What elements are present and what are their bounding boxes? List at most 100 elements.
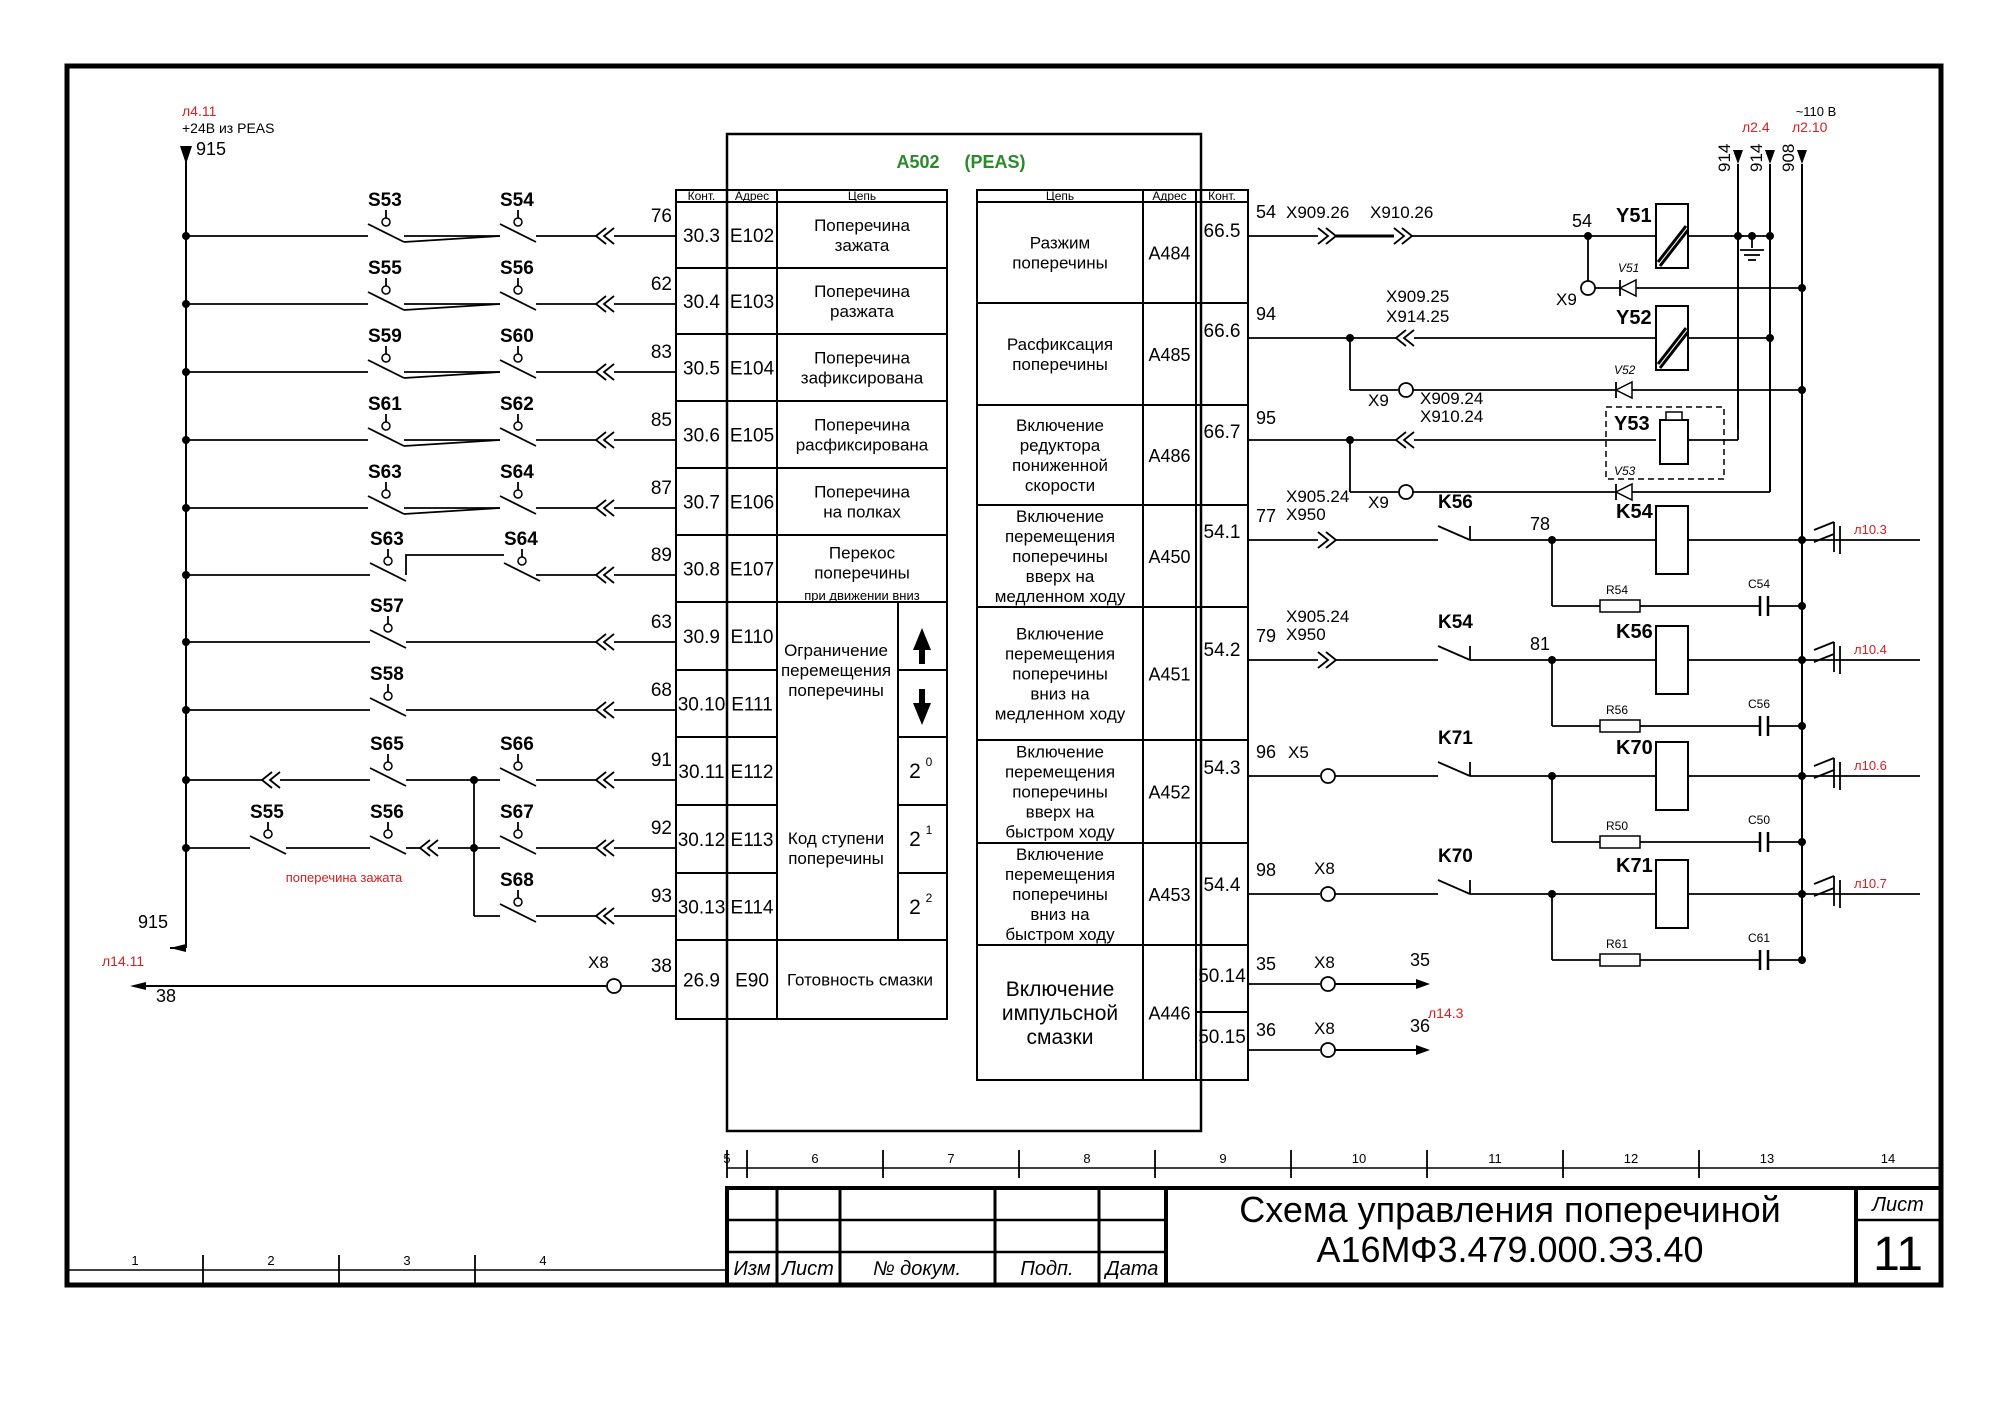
zone-number: 7: [947, 1151, 954, 1166]
switch-actuator: [383, 623, 393, 633]
power-ref: л2.10: [1792, 119, 1828, 135]
wire-number: 94: [1256, 304, 1276, 324]
zone-markers: 1234567891011121314: [67, 1150, 1942, 1285]
title-header-3: Подп.: [1020, 1258, 1073, 1280]
input-cep: Перекос: [829, 543, 896, 562]
zone-number: 14: [1881, 1151, 1895, 1166]
switch-row: 93 S68: [474, 870, 676, 925]
terminal-label: X914.25: [1386, 307, 1449, 326]
wire: [403, 507, 501, 515]
sheet-number: 11: [1873, 1228, 1923, 1281]
switch-actuator: [381, 285, 391, 295]
code-label: поперечины: [788, 849, 884, 868]
bus-arrow-icon: [1733, 150, 1743, 164]
switch-blade: [367, 291, 405, 311]
output-adres: A450: [1148, 547, 1190, 567]
solenoid-y53: [1659, 419, 1689, 465]
limit-switch: S62: [499, 394, 537, 447]
terminal-ring: [1320, 976, 1336, 992]
switch-blade: [499, 427, 537, 447]
nc-contact: K70: [1437, 846, 1473, 895]
input-cep: поперечины: [814, 563, 910, 582]
input-adres: E114: [731, 898, 774, 919]
wire-number: 93: [651, 886, 672, 907]
terminal-label: X8: [1314, 859, 1335, 878]
zone-number: 2: [267, 1253, 274, 1268]
bus-wire: 908: [1779, 144, 1798, 172]
input-adres: E113: [731, 830, 774, 851]
terminal-label: X909.24: [1420, 389, 1483, 408]
col-kont: Конт.: [1208, 189, 1236, 203]
wire-number: 54: [1572, 211, 1592, 231]
wire-number: 95: [1256, 408, 1276, 428]
limit-switch: S64: [499, 462, 537, 515]
wire-number: 76: [651, 206, 672, 227]
connector-chevron: [602, 363, 615, 381]
input-adres: E102: [730, 226, 774, 247]
input-adres: E104: [730, 359, 775, 380]
input-kont: 30.9: [683, 627, 720, 648]
contact-ref: л10.3: [1854, 522, 1887, 537]
switch-blade: [249, 835, 287, 855]
terminal-label: X8: [1314, 1019, 1335, 1038]
junction-dot: [1798, 386, 1806, 394]
diode-icon: [1618, 278, 1637, 298]
wire-number: 79: [1256, 626, 1276, 646]
relay-label: K70: [1616, 737, 1653, 759]
input-cep: на полках: [823, 502, 901, 521]
connector-chevron: [602, 907, 615, 925]
terminal-label: X9: [1368, 493, 1389, 512]
diode-label: V52: [1614, 363, 1636, 377]
output-kont: 66.5: [1204, 221, 1241, 242]
wire-number: 38: [156, 986, 176, 1006]
zone-number: 6: [811, 1151, 818, 1166]
capacitor-label: C54: [1748, 577, 1770, 591]
switch-blade: [499, 767, 537, 787]
switch-actuator: [381, 421, 391, 431]
switch-label: S53: [368, 190, 402, 211]
contact-label: K56: [1438, 492, 1473, 513]
output-cep: вверх на: [1026, 567, 1095, 586]
limit-switch: S64: [503, 529, 541, 582]
drawing-code: А16МФ3.479.000.Э3.40: [1316, 1229, 1703, 1270]
power-exp: 1: [926, 823, 933, 837]
limit-switch: S63: [367, 462, 405, 515]
output-cep: поперечины: [1012, 782, 1108, 801]
capacitor-label: C50: [1748, 813, 1770, 827]
col-cep: Цепь: [1046, 189, 1074, 203]
resistor-label: R50: [1606, 819, 1628, 833]
limit-switch: S60: [499, 326, 537, 379]
output-kont: 66.7: [1204, 422, 1241, 443]
limit-switch: S68: [499, 870, 537, 923]
wire-number: 54: [1256, 202, 1276, 222]
wire-number: 35: [1256, 954, 1276, 974]
module-subtitle: (PEAS): [964, 152, 1025, 172]
input-adres: E106: [730, 493, 774, 514]
output-kont: 50.15: [1198, 1027, 1246, 1048]
output-cep: Включение: [1016, 416, 1104, 435]
title-header-2: № докум.: [873, 1258, 961, 1280]
contact-ref: л10.4: [1854, 642, 1887, 657]
solenoid-label: Y51: [1616, 205, 1652, 227]
output-adres: A451: [1148, 665, 1190, 685]
terminal-ring: [1580, 280, 1596, 296]
relay-coil: [1655, 741, 1689, 811]
switch-blade: [499, 291, 537, 311]
switch-actuator: [263, 829, 273, 839]
output-arrow-icon: [1416, 1045, 1430, 1055]
diode-label: V53: [1614, 464, 1636, 478]
wire-number: 92: [651, 818, 672, 839]
contact-blade: [1437, 525, 1471, 541]
code-label: Код ступени: [788, 829, 884, 848]
connector-chevron: [602, 227, 615, 245]
switch-blade: [499, 223, 537, 243]
terminal-label: X909.25: [1386, 287, 1449, 306]
terminal-label: X9: [1368, 391, 1389, 410]
relay-label: K56: [1616, 621, 1653, 643]
